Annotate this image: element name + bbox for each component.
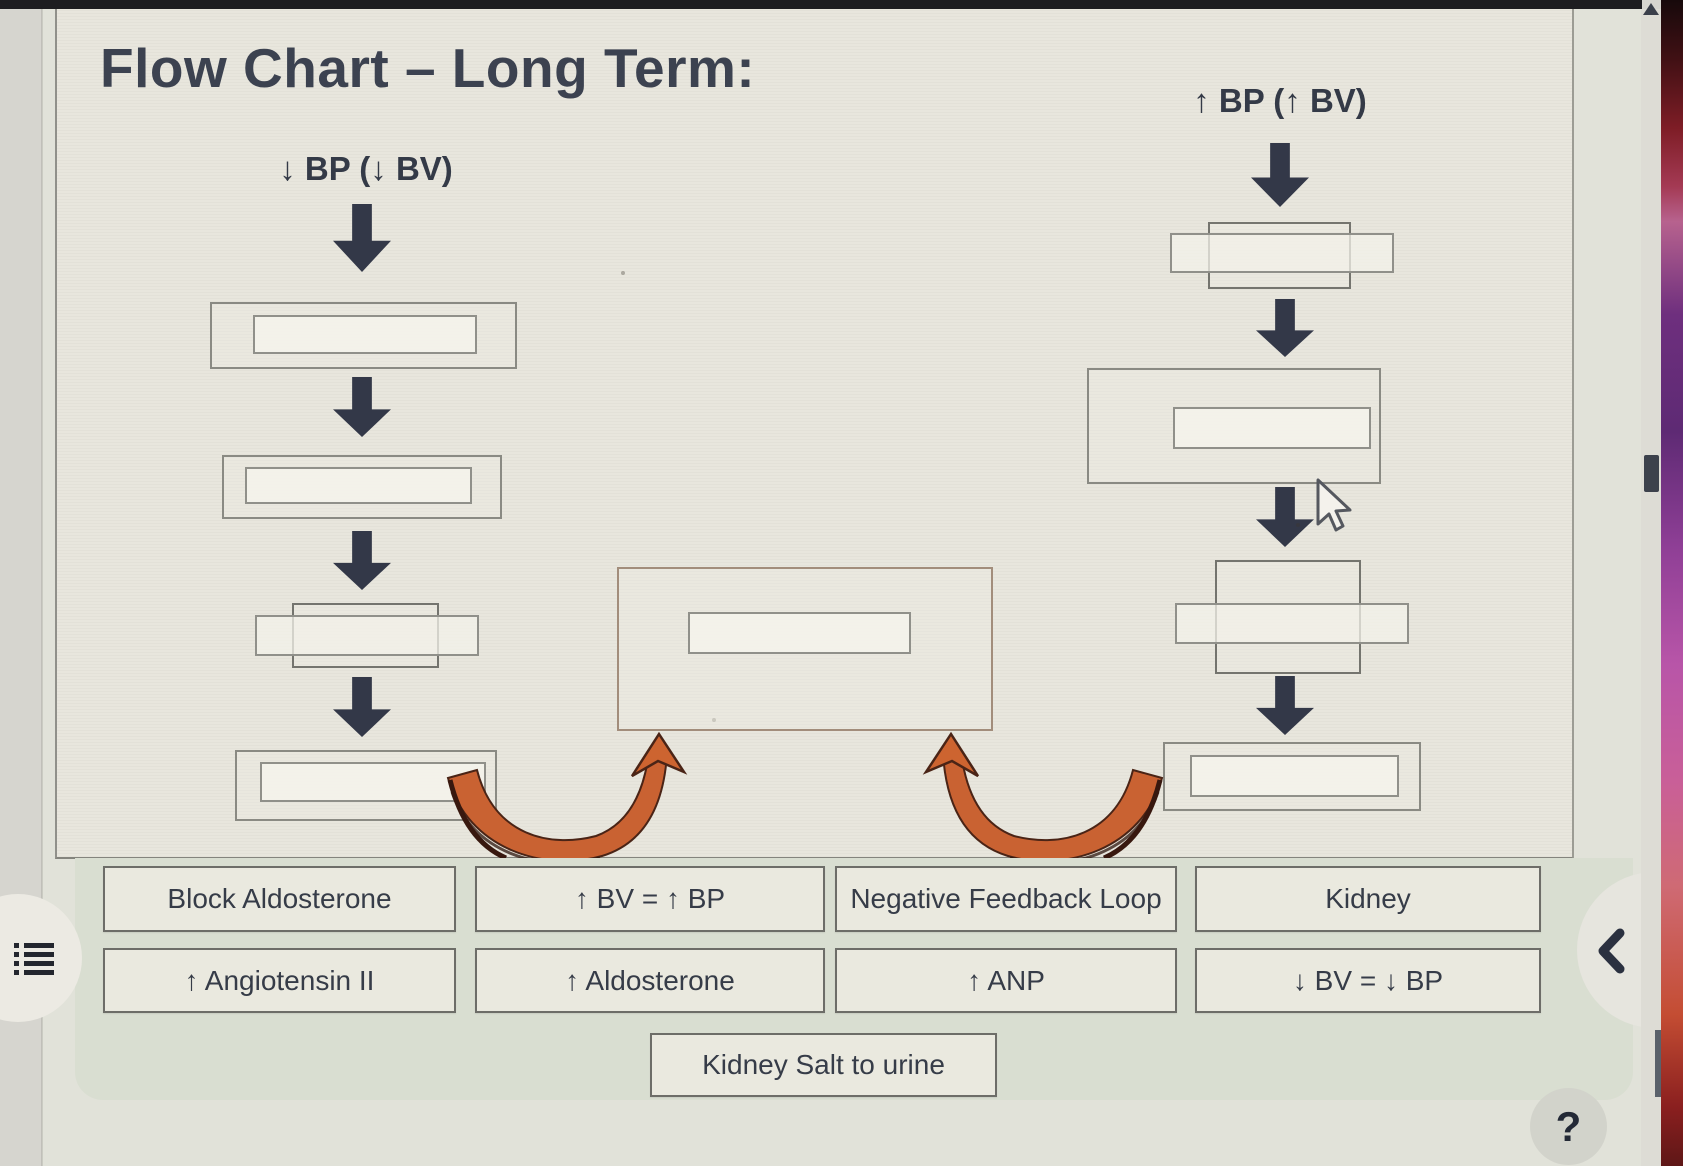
word-bank-item[interactable]: ↑ Aldosterone <box>475 948 825 1013</box>
word-bank-item[interactable]: ↑ BV = ↑ BP <box>475 866 825 932</box>
drop-zone-right-4[interactable] <box>1190 755 1399 797</box>
branch-label-high-bp: ↑ BP (↑ BV) <box>1193 82 1367 119</box>
word-bank-item[interactable]: ↓ BV = ↓ BP <box>1195 948 1541 1013</box>
help-button[interactable]: ? <box>1530 1088 1607 1165</box>
word-bank-item[interactable]: Block Aldosterone <box>103 866 456 932</box>
word-bank-item[interactable]: Kidney Salt to urine <box>650 1033 997 1097</box>
word-bank-item[interactable]: Negative Feedback Loop <box>835 866 1177 932</box>
scrollbar-thumb[interactable] <box>1644 455 1659 492</box>
dust-speck <box>1296 523 1300 527</box>
drop-zone-left-3[interactable] <box>255 615 479 656</box>
drop-zone-left-4[interactable] <box>260 762 486 802</box>
drop-zone-right-2[interactable] <box>1173 407 1371 449</box>
drop-zone-right-1[interactable] <box>1170 233 1394 273</box>
screen-top-edge <box>0 0 1642 9</box>
branch-label-low-bp: ↓ BP (↓ BV) <box>279 150 453 187</box>
word-bank-item[interactable]: Kidney <box>1195 866 1541 932</box>
scrollbar-track[interactable] <box>1641 9 1661 1166</box>
dust-speck <box>712 718 716 722</box>
drop-zone-right-3[interactable] <box>1175 603 1409 644</box>
drop-zone-left-2[interactable] <box>245 467 472 504</box>
word-bank-item[interactable]: ↑ ANP <box>835 948 1177 1013</box>
drop-zone-left-1[interactable] <box>253 315 477 354</box>
drop-zone-center[interactable] <box>688 612 911 654</box>
dust-speck <box>621 271 625 275</box>
word-list-menu-icon[interactable] <box>14 943 54 975</box>
page-title: Flow Chart – Long Term: <box>100 37 756 99</box>
desktop-wallpaper-edge <box>1661 0 1683 1166</box>
word-bank-item[interactable]: ↑ Angiotensin II <box>103 948 456 1013</box>
back-chevron-icon[interactable] <box>1596 928 1626 974</box>
scroll-up-icon[interactable] <box>1643 3 1659 15</box>
left-edge-divider <box>41 9 43 1166</box>
